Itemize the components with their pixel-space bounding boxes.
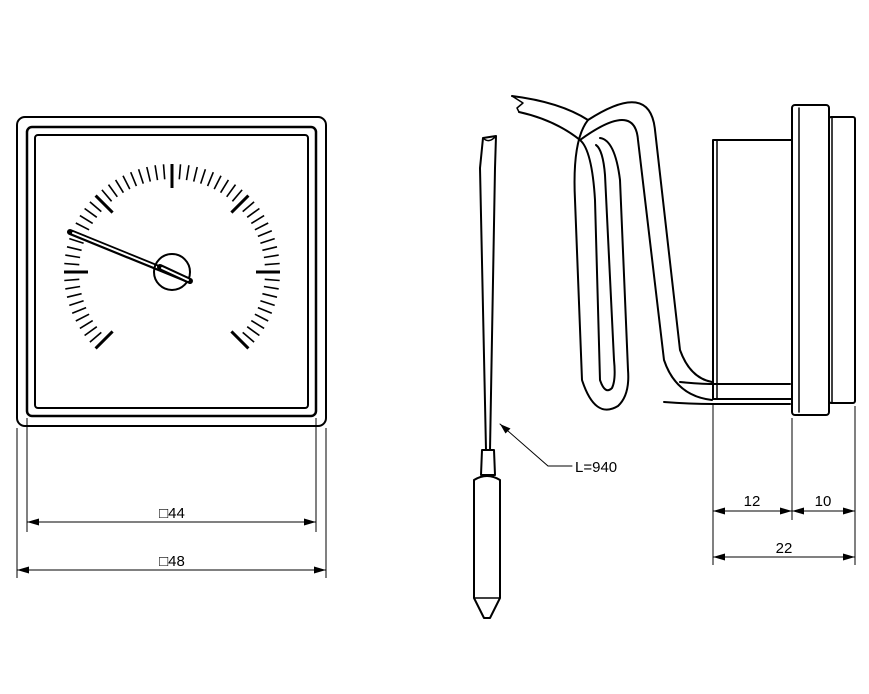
coiled-capillary-inner	[518, 111, 713, 401]
side-view	[511, 95, 856, 416]
dial-minor-tick	[213, 175, 222, 190]
dial-minor-tick	[146, 166, 152, 182]
dimension-outer-square: □48	[159, 553, 185, 570]
dial-minor-tick	[242, 331, 255, 343]
dial-minor-tick	[250, 214, 265, 225]
capillary-cut-top	[511, 95, 524, 113]
capillary-tube	[479, 135, 497, 451]
housing-body	[712, 139, 793, 400]
bezel-frame	[25, 125, 318, 418]
dial-minor-tick	[262, 246, 278, 252]
bezel-side	[791, 104, 830, 416]
dial-minor-tick	[219, 179, 230, 194]
dial-face	[34, 134, 309, 409]
dial-major-tick	[230, 330, 250, 350]
dial-minor-tick	[129, 171, 138, 187]
dial-minor-tick	[260, 299, 275, 307]
dimension-inner-square: □44	[159, 505, 185, 522]
outer-frame	[16, 116, 327, 427]
dial-minor-tick	[246, 326, 260, 337]
dial-minor-tick	[64, 278, 80, 282]
dial-minor-tick	[192, 166, 198, 182]
dial-minor-tick	[257, 306, 273, 315]
dial-scale	[64, 164, 280, 350]
needle-hub	[153, 253, 191, 291]
dial-minor-tick	[178, 164, 182, 180]
dial-minor-tick	[250, 319, 265, 330]
dial-minor-tick	[264, 262, 280, 266]
dial-minor-tick	[107, 184, 118, 198]
dial-minor-tick	[64, 262, 80, 266]
front-dimension-arrows	[17, 518, 326, 574]
dial-minor-tick	[75, 222, 90, 231]
dial-minor-tick	[89, 331, 102, 343]
capillary-entry-inner	[663, 401, 791, 405]
dial-minor-tick	[79, 319, 94, 330]
dial-minor-tick	[242, 201, 255, 213]
dial-minor-tick	[263, 285, 279, 290]
dial-minor-tick	[199, 169, 207, 184]
dial-minor-tick	[114, 179, 125, 194]
dial-minor-tick	[84, 207, 98, 218]
coiled-capillary-outer	[511, 95, 713, 383]
capillary-probe	[473, 135, 501, 619]
dial-minor-tick	[137, 169, 145, 184]
dial-minor-tick	[79, 214, 94, 225]
dial-minor-tick	[66, 292, 82, 298]
dial-minor-tick	[84, 326, 98, 337]
dial-minor-tick	[263, 254, 279, 259]
capillary-entry-outer	[679, 381, 791, 385]
side-dimension-arrows	[713, 507, 855, 561]
dial-minor-tick	[122, 175, 131, 190]
dial-minor-tick	[66, 246, 82, 252]
coil-loop-inner	[579, 139, 616, 392]
gauge-needle-tip-core	[161, 267, 189, 281]
dial-minor-tick	[262, 292, 278, 298]
dial-minor-tick	[71, 306, 87, 315]
dial-minor-tick	[162, 164, 166, 180]
dimension-body-depth: 12	[744, 493, 761, 510]
dial-minor-tick	[154, 165, 159, 181]
dial-minor-tick	[206, 171, 215, 187]
dial-minor-tick	[69, 299, 84, 307]
dial-minor-tick	[231, 189, 243, 202]
dial-minor-tick	[75, 313, 90, 322]
dial-major-tick	[94, 194, 114, 214]
front-view	[16, 116, 327, 427]
dial-major-tick	[94, 330, 114, 350]
probe-neck	[480, 449, 496, 476]
dial-minor-tick	[226, 184, 237, 198]
dial-minor-tick	[69, 237, 84, 245]
dial-minor-tick	[264, 278, 280, 282]
dial-minor-tick	[89, 201, 102, 213]
dial-minor-tick	[101, 189, 113, 202]
dial-major-tick	[230, 194, 250, 214]
dimension-bezel-depth: 10	[815, 493, 832, 510]
dial-minor-tick	[254, 313, 269, 322]
cable-length-leader	[499, 423, 573, 467]
dial-minor-tick	[65, 254, 81, 259]
dial-minor-tick	[65, 285, 81, 290]
dial-minor-tick	[254, 222, 269, 231]
coil-loop-outer	[573, 119, 630, 411]
dimension-cable-length: L=940	[575, 459, 617, 476]
dimension-total-depth: 22	[776, 540, 793, 557]
front-dimensions	[16, 418, 327, 578]
dial-minor-tick	[260, 237, 275, 245]
capillary-cut-end	[482, 135, 497, 142]
probe-bulb	[473, 475, 501, 619]
dial-minor-tick	[185, 165, 190, 181]
dial-minor-tick	[246, 207, 260, 218]
front-glass-side	[828, 116, 856, 404]
dial-minor-tick	[257, 229, 273, 238]
